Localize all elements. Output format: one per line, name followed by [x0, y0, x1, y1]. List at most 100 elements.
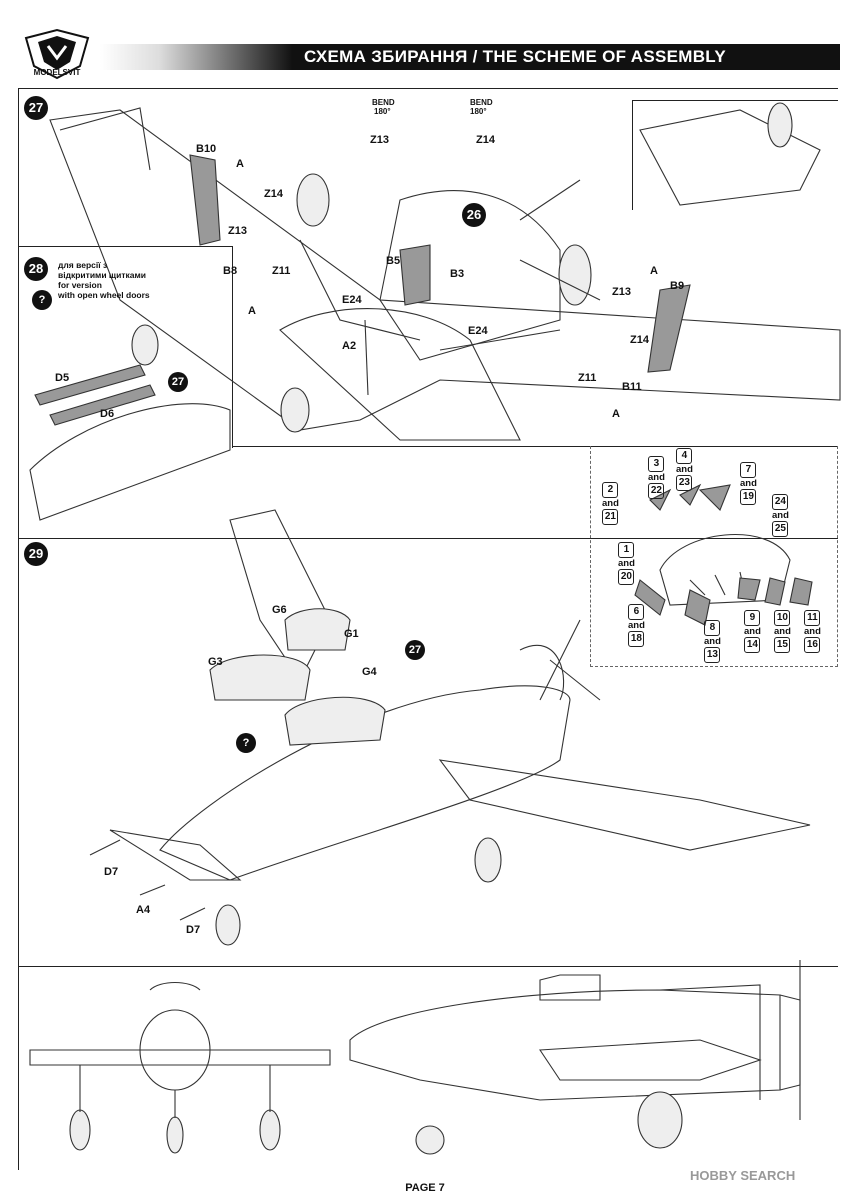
note-en-1: for version	[58, 280, 102, 290]
label-A4: A4	[136, 904, 151, 916]
label-G4: G4	[362, 666, 377, 678]
label-Z13-top: Z13	[370, 134, 389, 146]
label-B3: B3	[450, 268, 465, 280]
step-26-ref-badge: 26	[462, 203, 486, 227]
inset28-right	[232, 246, 233, 448]
bend-deg-right: 180°	[470, 107, 487, 116]
label-G6: G6	[272, 604, 287, 616]
label-B5: B5	[386, 255, 401, 267]
label-Z14: Z14	[264, 188, 283, 200]
mask-number: 14	[744, 637, 761, 653]
label-Z11: Z11	[272, 265, 291, 277]
inset28-top	[18, 246, 233, 247]
and-word: and	[628, 620, 645, 631]
question-icon-29: ?	[236, 733, 256, 753]
mask-number: 1	[618, 542, 635, 558]
inset-gear-top	[632, 100, 838, 101]
step28-note: для версії з відкритими щитками for vers…	[58, 260, 150, 300]
and-word: and	[772, 510, 789, 521]
inset-gear-left	[632, 100, 633, 210]
step-27-ref-badge-2: 27	[405, 640, 425, 660]
label-G1: G1	[344, 628, 359, 640]
mask-number: 18	[628, 631, 645, 647]
watermark: HOBBY SEARCH	[690, 1168, 796, 1183]
label-A2: A2	[342, 340, 357, 352]
mask-number: 19	[740, 489, 757, 505]
frame-left	[18, 88, 19, 1170]
step-28-badge: 28	[24, 257, 48, 281]
label-D7-left: D7	[104, 866, 119, 878]
glue-A-4: A	[248, 305, 256, 317]
mask-number: 9	[744, 610, 761, 626]
mask-number: 25	[772, 521, 789, 537]
and-word: and	[602, 498, 619, 509]
and-word: and	[618, 558, 635, 569]
page-title: СХЕМА ЗБИРАННЯ / THE SCHEME OF ASSEMBLY	[303, 47, 727, 66]
divider-step29	[18, 538, 838, 539]
mask-number: 20	[618, 569, 635, 585]
mask-number: 3	[648, 456, 665, 472]
glue-A-2: A	[650, 265, 658, 277]
label-B9: B9	[670, 280, 685, 292]
step-27-badge: 27	[24, 96, 48, 120]
glue-A-1: A	[236, 158, 244, 170]
label-D6: D6	[100, 408, 115, 420]
mask-number: 4	[676, 448, 693, 464]
mask-number: 15	[774, 637, 791, 653]
mask-number: 2	[602, 482, 619, 498]
label-Z14-top: Z14	[476, 134, 495, 146]
label-Z11-right: Z11	[578, 372, 597, 384]
page-number: PAGE 7	[405, 1182, 445, 1194]
and-word: and	[774, 626, 791, 637]
label-G3: G3	[208, 656, 223, 668]
label-Z13: Z13	[228, 225, 247, 237]
label-E24: E24	[342, 294, 362, 306]
mask-number: 7	[740, 462, 757, 478]
note-ua-2: відкритими щитками	[58, 270, 146, 280]
label-Z14-right: Z14	[630, 334, 649, 346]
mask-number: 11	[804, 610, 821, 626]
mask-number: 21	[602, 509, 619, 525]
bend-label-right: BEND	[470, 98, 493, 107]
glue-A-3: A	[612, 408, 620, 420]
and-word: and	[744, 626, 761, 637]
frame-top	[18, 88, 838, 89]
step-29-badge: 29	[24, 542, 48, 566]
and-word: and	[704, 636, 721, 647]
label-D7-right: D7	[186, 924, 201, 936]
label-B10: B10	[196, 143, 217, 155]
mask-number: 6	[628, 604, 645, 620]
bend-label-left: BEND	[372, 98, 395, 107]
label-E24-b: E24	[468, 325, 488, 337]
label-Z13-right: Z13	[612, 286, 631, 298]
canopy-mask-inset	[590, 446, 838, 667]
label-B11: B11	[622, 381, 642, 393]
question-icon: ?	[32, 290, 52, 310]
label-D5: D5	[55, 372, 70, 384]
mask-number: 16	[804, 637, 821, 653]
and-word: and	[804, 626, 821, 637]
inset28-bottom	[232, 446, 838, 447]
header-bar	[100, 44, 840, 70]
mask-number: 24	[772, 494, 789, 510]
mask-number: 8	[704, 620, 721, 636]
label-B8: B8	[223, 265, 238, 277]
mask-number: 23	[676, 475, 693, 491]
mask-number: 22	[648, 483, 665, 499]
mask-number: 10	[774, 610, 791, 626]
and-word: and	[648, 472, 665, 483]
and-word: and	[676, 464, 693, 475]
note-ua-1: для версії з	[58, 260, 108, 270]
modelsvit-logo: MODELSVIT	[18, 28, 96, 84]
and-word: and	[740, 478, 757, 489]
